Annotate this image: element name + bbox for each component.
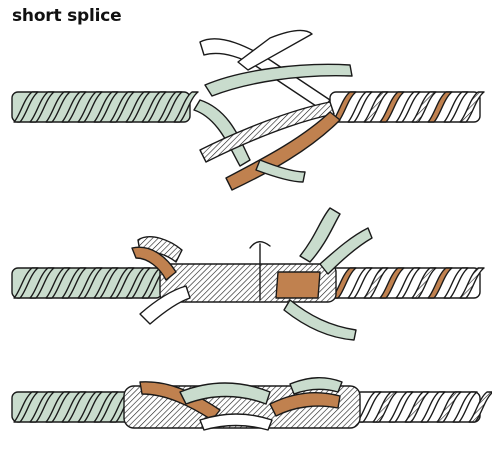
rope-strand-segment [173, 91, 199, 123]
white-strand-2 [237, 29, 313, 71]
stage-3-finished [11, 377, 492, 431]
rope-strand-segment [379, 91, 405, 123]
rope-strand-segment [29, 91, 55, 123]
rope-strand-segment [331, 91, 357, 123]
green-strand-4 [299, 207, 341, 263]
brown-strand-4 [139, 381, 221, 421]
right-rope-stage-3 [354, 391, 492, 423]
rope-strand-segment [459, 91, 485, 123]
diagram-title: short splice [12, 6, 122, 26]
green-strand-5 [319, 227, 373, 275]
rope-strand-segment [45, 267, 71, 299]
rope-strand-segment [363, 267, 389, 299]
rope-strand-segment [411, 267, 437, 299]
stage-2-tucking [11, 207, 485, 341]
brown-strand-5 [269, 392, 341, 417]
rope-strand-segment [443, 91, 469, 123]
rope-strand-segment [459, 267, 485, 299]
rope-strand-segment [404, 391, 430, 423]
green-strand-6 [283, 299, 357, 341]
white-strand-4 [199, 413, 273, 431]
rope-strand-segment [347, 91, 373, 123]
rope-strand-segment [77, 391, 103, 423]
rope-strand-segment [77, 91, 103, 123]
brown-strand-3 [275, 271, 321, 299]
rope-strand-segment [109, 267, 135, 299]
rope-strand-segment [363, 91, 389, 123]
rope-strand-segment [93, 391, 119, 423]
rope-strand-segment [395, 91, 421, 123]
rope-strand-segment [420, 391, 446, 423]
rope-strand-segment [13, 391, 39, 423]
hatched-strand-1 [199, 101, 335, 163]
stage-1-unlaid-strands [11, 29, 485, 191]
rope-strand-segment [395, 267, 421, 299]
rope-strand-segment [45, 91, 71, 123]
rope-strand-segment [443, 267, 469, 299]
rope-strand-segment [347, 267, 373, 299]
rope-strand-segment [411, 91, 437, 123]
rope-strand-segment [61, 391, 87, 423]
rope-strand-segment [93, 267, 119, 299]
rope-strand-segment [109, 91, 135, 123]
rope-strand-segment [125, 91, 151, 123]
rope-strand-segment [13, 267, 39, 299]
rope-strand-segment [29, 267, 55, 299]
green-strand-2 [193, 99, 251, 167]
brown-strand-1 [225, 111, 341, 191]
rope-strand-segment [388, 391, 414, 423]
rope-strand-segment [125, 267, 151, 299]
rope-strand-segment [468, 391, 492, 423]
rope-strand-segment [93, 91, 119, 123]
rope-strand-segment [356, 391, 382, 423]
rope-strand-segment [157, 91, 183, 123]
rope-strand-segment [61, 267, 87, 299]
left-rope-stage-2 [11, 267, 167, 299]
rope-strand-segment [141, 91, 167, 123]
left-rope-stage-3 [11, 391, 135, 423]
rope-strand-segment [29, 391, 55, 423]
rope-strand-segment [331, 267, 357, 299]
right-rope-stage-2 [329, 267, 485, 299]
rope-strand-segment [379, 267, 405, 299]
green-strand-1 [204, 63, 353, 97]
left-rope-stage-1 [11, 91, 199, 123]
rope-strand-segment [61, 91, 87, 123]
rope-strand-segment [427, 91, 453, 123]
green-strand-7 [179, 382, 271, 405]
rope-strand-segment [452, 391, 478, 423]
rope-strand-segment [436, 391, 462, 423]
brown-strand-2 [131, 246, 177, 281]
rope-strand-segment [372, 391, 398, 423]
rope-strand-segment [13, 91, 39, 123]
right-rope-stage-1 [329, 91, 485, 123]
rope-strand-segment [45, 391, 71, 423]
green-strand-3 [255, 159, 306, 183]
white-strand-3 [139, 285, 191, 325]
green-strand-8 [289, 377, 343, 395]
seizing-twine [249, 241, 271, 301]
rope-strand-segment [77, 267, 103, 299]
rope-strand-segment [427, 267, 453, 299]
